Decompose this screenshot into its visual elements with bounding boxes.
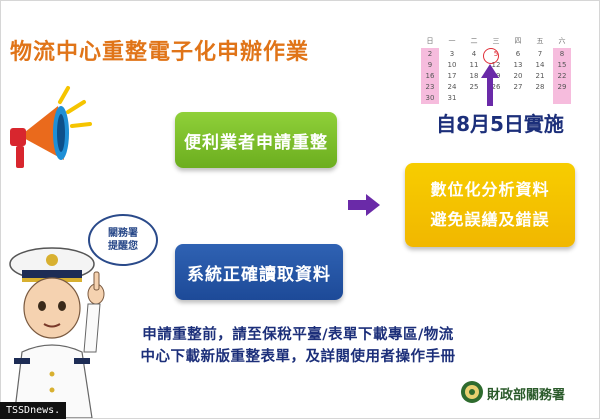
weekday-label: 四 <box>514 37 522 45</box>
notice-line: 中心下載新版重整表單，及詳閱使用者操作手冊 <box>140 349 456 365</box>
weekday-label: 二 <box>470 37 478 45</box>
bubble-line: 關務署 <box>108 228 138 239</box>
notice-line: 申請重整前，請至保稅平臺/表單下載專區/物流 <box>142 327 454 343</box>
calendar-day: 29 <box>557 83 567 91</box>
calendar-day: 28 <box>535 83 545 91</box>
calendar-day: 13 <box>513 61 523 69</box>
weekday-label: 日 <box>426 37 434 45</box>
result-box: 數位化分析資料 避免誤繕及錯誤 <box>405 163 575 247</box>
calendar-day: 3 <box>449 50 455 58</box>
calendar-day: 27 <box>513 83 523 91</box>
customs-emblem-icon <box>461 381 483 403</box>
calendar-day: 7 <box>537 50 543 58</box>
notice-text: 申請重整前，請至保稅平臺/表單下載專區/物流 中心下載新版重整表單，及詳閱使用者… <box>98 324 498 368</box>
megaphone-icon <box>10 86 92 168</box>
page-title: 物流中心重整電子化申辦作業 <box>10 40 310 65</box>
arrow-right-icon <box>348 194 380 216</box>
calendar-day: 21 <box>535 72 545 80</box>
arrow-up-icon <box>481 64 499 106</box>
effective-date: 自8月5日實施 <box>436 112 564 136</box>
calendar-weekday-header: 日 一 二 三 四 五 六 <box>418 36 570 46</box>
weekday-label: 一 <box>448 37 456 45</box>
calendar-day: 18 <box>469 72 479 80</box>
organization-name: 財政部關務署 <box>487 388 566 403</box>
highlighted-date-circle <box>483 48 499 64</box>
result-line: 數位化分析資料 <box>430 180 550 199</box>
calendar-day: 8 <box>559 50 565 58</box>
calendar-day: 30 <box>425 94 435 102</box>
customs-officer-illustration <box>9 247 105 418</box>
speech-bubble: 關務署 提醒您 <box>88 214 158 266</box>
calendar-day: 20 <box>513 72 523 80</box>
calendar-day: 23 <box>425 83 435 91</box>
step-convenience-box: 便利業者申請重整 <box>175 112 337 168</box>
weekday-label: 三 <box>492 37 500 45</box>
calendar-day: 31 <box>447 94 457 102</box>
calendar-day: 26 <box>491 83 501 91</box>
calendar-day: 25 <box>469 83 479 91</box>
calendar-day: 10 <box>447 61 457 69</box>
result-line: 避免誤繕及錯誤 <box>430 210 550 229</box>
calendar-day: 6 <box>515 50 521 58</box>
calendar-day: 17 <box>447 72 457 80</box>
calendar-weekend-column <box>553 48 571 104</box>
calendar-weekend-column <box>421 48 439 104</box>
calendar-day: 16 <box>425 72 435 80</box>
calendar-day: 14 <box>535 61 545 69</box>
weekday-label: 五 <box>536 37 544 45</box>
calendar-day: 2 <box>427 50 433 58</box>
watermark: TSSDnews. <box>0 402 67 419</box>
calendar-day: 22 <box>557 72 567 80</box>
calendar-day: 12 <box>491 61 501 69</box>
calendar-day: 9 <box>427 61 433 69</box>
calendar-day: 11 <box>469 61 479 69</box>
step-correct-reading-box: 系統正確讀取資料 <box>175 244 343 300</box>
calendar-day: 4 <box>471 50 477 58</box>
bubble-line: 提醒您 <box>108 241 138 252</box>
calendar-day: 15 <box>557 61 567 69</box>
calendar-day: 24 <box>447 83 457 91</box>
weekday-label: 六 <box>558 37 566 45</box>
